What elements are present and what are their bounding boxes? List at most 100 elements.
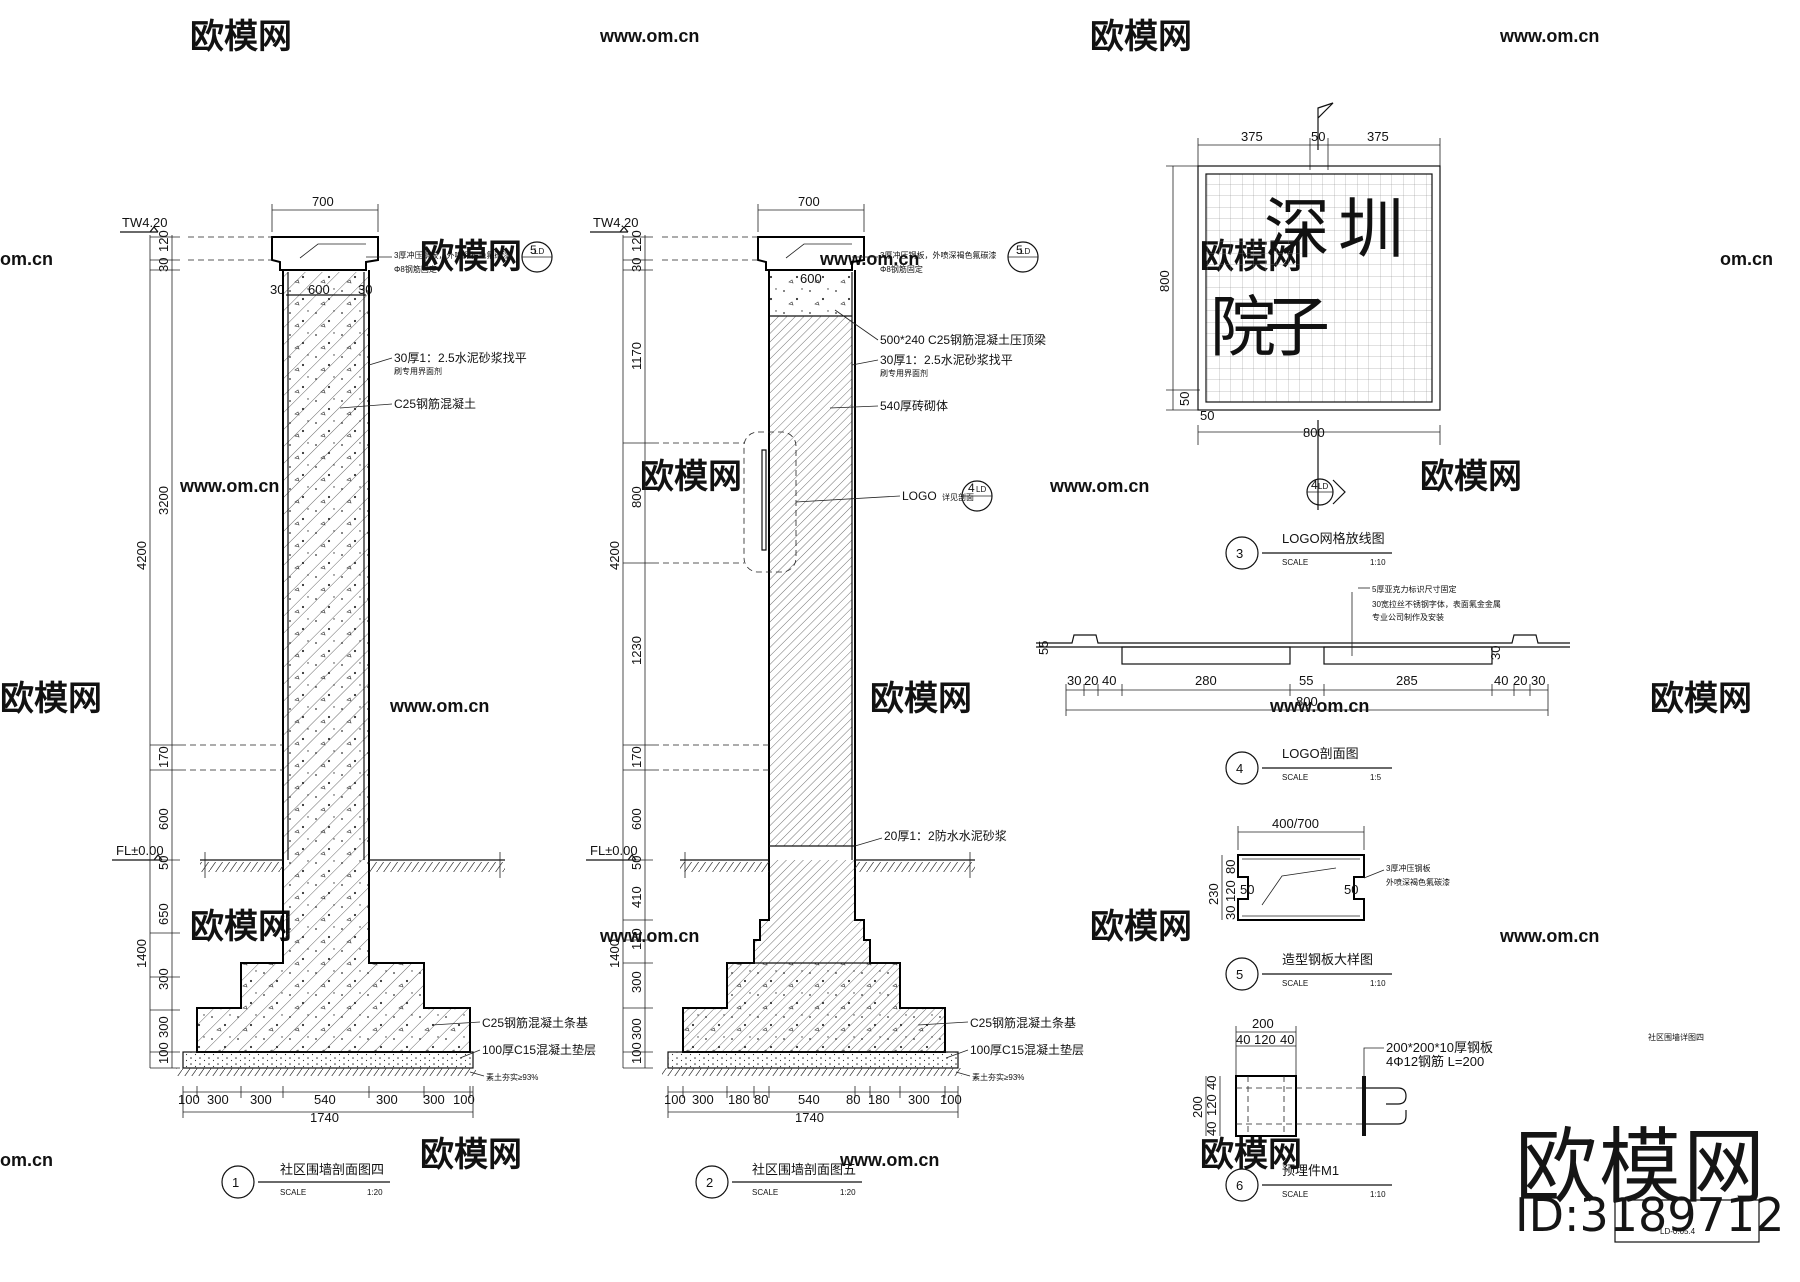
- svg-text:80: 80: [1223, 860, 1238, 874]
- svg-text:800: 800: [1296, 694, 1318, 709]
- svg-text:欧模网: 欧模网: [870, 680, 972, 718]
- svg-text:1400: 1400: [607, 939, 622, 968]
- svg-text:50: 50: [629, 856, 644, 870]
- svg-text:1:10: 1:10: [1370, 979, 1386, 988]
- svg-text:外喷深褐色氟碳漆: 外喷深褐色氟碳漆: [1386, 877, 1450, 887]
- svg-text:LOGO: LOGO: [902, 489, 937, 503]
- section-1-drawing: TW4.20 FL±0.00 4200 1400 120 30 3200 170…: [112, 194, 596, 1199]
- svg-text:C25钢筋混凝土条基: C25钢筋混凝土条基: [482, 1015, 588, 1030]
- svg-text:40: 40: [1204, 1122, 1219, 1136]
- svg-text:120: 120: [629, 230, 644, 252]
- svg-text:详见剖面: 详见剖面: [942, 492, 974, 502]
- svg-text:80: 80: [846, 1092, 860, 1107]
- svg-text:www.om.cn: www.om.cn: [599, 926, 699, 946]
- svg-text:SCALE: SCALE: [1282, 1190, 1308, 1199]
- detail-6-embedded-plate: 200 40 120 40 200 40 120 40 200*200*10厚钢…: [1190, 1016, 1493, 1202]
- svg-text:3厚冲压钢板，外喷深褐色氟碳漆: 3厚冲压钢板，外喷深褐色氟碳漆: [394, 250, 510, 260]
- logo-glyph: 子: [1264, 290, 1330, 364]
- detail-5-title: 造型钢板大样图: [1282, 952, 1373, 967]
- svg-text:650: 650: [156, 903, 171, 925]
- svg-text:Φ8钢筋固定: Φ8钢筋固定: [880, 264, 923, 274]
- svg-text:280: 280: [1195, 673, 1217, 688]
- svg-text:30: 30: [629, 258, 644, 272]
- svg-text:300: 300: [156, 1016, 171, 1038]
- detail-6-title: 预埋件M1: [1282, 1163, 1339, 1178]
- svg-text:55: 55: [1299, 673, 1313, 688]
- svg-text:100: 100: [156, 1042, 171, 1064]
- svg-text:50: 50: [1200, 408, 1214, 423]
- section-2-drawing: TW4.20 FL±0.00 4200 1400 120 30 1170 800…: [586, 194, 1084, 1199]
- svg-text:1740: 1740: [310, 1110, 339, 1125]
- svg-text:www.om.cn: www.om.cn: [389, 696, 489, 716]
- svg-text:300: 300: [423, 1092, 445, 1107]
- svg-text:欧模网: 欧模网: [1200, 1136, 1302, 1174]
- svg-text:375: 375: [1241, 129, 1263, 144]
- svg-text:www.om.cn: www.om.cn: [819, 249, 919, 269]
- svg-text:4: 4: [1311, 478, 1318, 492]
- detail-3-number: 3: [1236, 546, 1243, 561]
- detail-6-number: 6: [1236, 1178, 1243, 1193]
- svg-text:刷专用界面剂: 刷专用界面剂: [880, 368, 928, 378]
- svg-text:www.om.cn: www.om.cn: [1269, 696, 1369, 716]
- svg-text:400/700: 400/700: [1272, 816, 1319, 831]
- svg-text:LD: LD: [534, 247, 544, 256]
- svg-text:C25钢筋混凝土条基: C25钢筋混凝土条基: [970, 1015, 1076, 1030]
- svg-text:C25钢筋混凝土: C25钢筋混凝土: [394, 396, 476, 411]
- svg-text:300: 300: [908, 1092, 930, 1107]
- svg-text:1:5: 1:5: [1370, 773, 1382, 782]
- svg-text:刷专用界面剂: 刷专用界面剂: [394, 366, 442, 376]
- svg-text:欧模网: 欧模网: [190, 18, 292, 56]
- svg-text:专业公司制作及安装: 专业公司制作及安装: [1372, 612, 1444, 622]
- section-2-title: 社区围墙剖面图五: [752, 1162, 856, 1177]
- svg-text:540: 540: [314, 1092, 336, 1107]
- svg-text:SCALE: SCALE: [1282, 558, 1308, 567]
- watermark-id: ID:3189712: [1515, 1188, 1785, 1242]
- svg-text:1400: 1400: [134, 939, 149, 968]
- svg-text:100厚C15混凝土垫层: 100厚C15混凝土垫层: [482, 1042, 596, 1057]
- svg-text:www.om.cn: www.om.cn: [1499, 926, 1599, 946]
- svg-text:SCALE: SCALE: [280, 1188, 306, 1197]
- svg-text:700: 700: [312, 194, 334, 209]
- svg-text:30宽拉丝不锈钢字体，表面氟金金属: 30宽拉丝不锈钢字体，表面氟金金属: [1372, 599, 1501, 609]
- svg-text:4: 4: [968, 481, 975, 495]
- svg-text:40: 40: [1236, 1032, 1250, 1047]
- svg-text:40: 40: [1204, 1076, 1219, 1090]
- svg-text:www.om.cn: www.om.cn: [1499, 26, 1599, 46]
- svg-text:www.om.cn: www.om.cn: [1049, 476, 1149, 496]
- svg-text:800: 800: [629, 486, 644, 508]
- svg-text:170: 170: [629, 746, 644, 768]
- section-2-number: 2: [706, 1175, 713, 1190]
- svg-text:300: 300: [250, 1092, 272, 1107]
- svg-text:800: 800: [1303, 425, 1325, 440]
- svg-text:300: 300: [629, 971, 644, 993]
- svg-text:120: 120: [629, 928, 644, 950]
- sheet-code-box: [1614, 1199, 1760, 1243]
- svg-text:120: 120: [156, 230, 171, 252]
- svg-text:5: 5: [530, 243, 537, 257]
- logo-glyph: 院: [1210, 290, 1276, 364]
- svg-text:55: 55: [1036, 641, 1051, 655]
- svg-text:375: 375: [1367, 129, 1389, 144]
- svg-text:欧模网: 欧模网: [640, 458, 742, 496]
- svg-text:欧模网: 欧模网: [1090, 908, 1192, 946]
- svg-text:300: 300: [629, 1018, 644, 1040]
- svg-text:40: 40: [1280, 1032, 1294, 1047]
- svg-text:700: 700: [798, 194, 820, 209]
- svg-text:LD: LD: [976, 485, 986, 494]
- svg-text:欧模网: 欧模网: [1420, 458, 1522, 496]
- svg-text:欧模网: 欧模网: [190, 908, 292, 946]
- svg-text:230: 230: [1206, 883, 1221, 905]
- svg-text:欧模网: 欧模网: [420, 1136, 522, 1174]
- svg-text:30厚1：2.5水泥砂浆找平: 30厚1：2.5水泥砂浆找平: [394, 350, 527, 365]
- svg-text:3200: 3200: [156, 486, 171, 515]
- svg-text:180: 180: [728, 1092, 750, 1107]
- svg-text:100: 100: [629, 1042, 644, 1064]
- svg-text:170: 170: [156, 746, 171, 768]
- svg-text:200*200*10厚钢板: 200*200*10厚钢板: [1386, 1040, 1493, 1055]
- svg-text:300: 300: [692, 1092, 714, 1107]
- svg-text:SCALE: SCALE: [1282, 773, 1308, 782]
- svg-text:30: 30: [1223, 906, 1238, 920]
- svg-text:om.cn: om.cn: [0, 249, 53, 269]
- svg-text:40: 40: [1102, 673, 1116, 688]
- svg-text:3厚冲压钢板: 3厚冲压钢板: [1386, 863, 1430, 873]
